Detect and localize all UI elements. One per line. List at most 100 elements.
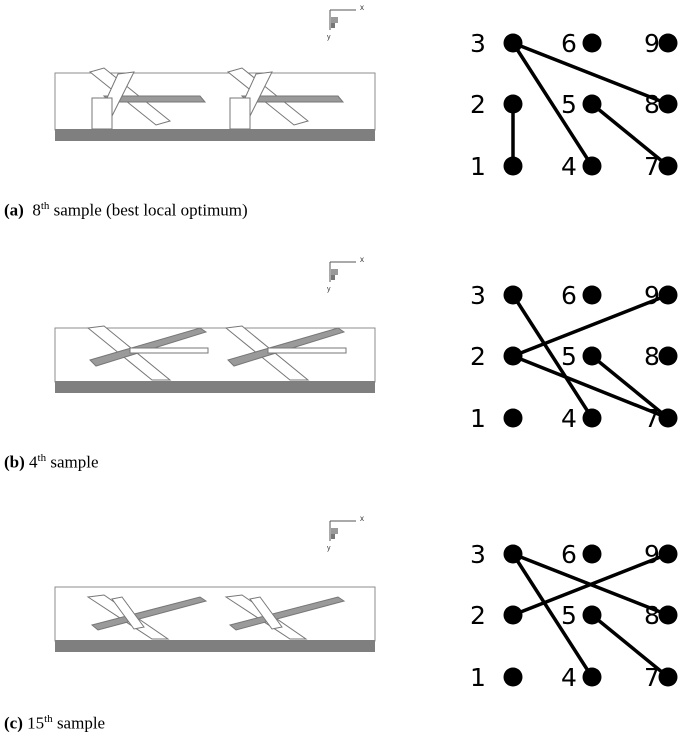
node-label-5: 5 [561,342,577,371]
pillar [91,97,113,130]
block-body [54,586,376,642]
node-7 [658,667,678,687]
node-3 [503,33,523,53]
node-label-4: 4 [561,404,577,433]
node-5 [582,94,602,114]
connection-5-7 [590,102,670,168]
node-2 [503,94,523,114]
connection-5-7 [590,613,670,679]
node-1 [503,408,523,428]
block-base [55,129,375,141]
node-label-5: 5 [561,601,577,630]
caption-a-letter: (a) [4,200,24,220]
node-7 [658,408,678,428]
channel-unit-2 [226,67,345,130]
axis-block [331,269,338,275]
connection-5-7 [590,354,670,420]
caption-b-text: sample [50,452,99,472]
short-bar [111,596,145,630]
node-4 [582,408,602,428]
connection-2-7 [511,354,670,420]
x-axis-label: x [360,3,364,12]
node-label-3: 3 [470,540,486,569]
node-label-3: 3 [470,29,486,58]
node-8 [658,346,678,366]
axis-glyph-a: xy [327,3,364,41]
node-label-8: 8 [644,90,660,119]
caption-c-text: sample [56,713,106,733]
node-6 [582,285,602,305]
cross-bar [228,596,346,631]
node-4 [582,156,602,176]
caption-b-letter: (b) [4,452,25,472]
axis-block [331,528,338,534]
pillar [229,97,251,130]
node-9 [658,285,678,305]
axis-glyph-c: xy [327,514,364,552]
connection-2-9 [511,293,670,358]
node-label-1: 1 [470,404,486,433]
channel-block-c [54,586,376,652]
caption-b-suffix: th [37,452,47,464]
connection-2-9 [511,552,670,617]
connection-3-4 [511,41,594,168]
caption-b-ordinal: 4 [29,452,38,472]
node-label-4: 4 [561,663,577,692]
node-label-4: 4 [561,152,577,181]
channel-unit-2 [224,325,347,381]
short-bar [249,596,283,630]
node-6 [582,544,602,564]
block-base [55,640,375,652]
node-label-8: 8 [644,342,660,371]
axis-glyph-b: xy [327,255,364,293]
y-axis-label: y [327,545,331,552]
connection-3-4 [511,293,594,420]
node-9 [658,544,678,564]
caption-c-suffix: th [44,713,53,725]
node-label-9: 9 [644,29,660,58]
node-label-6: 6 [561,540,577,569]
node-3 [503,544,523,564]
axis-block-small [331,23,335,28]
node-label-7: 7 [644,404,660,433]
node-label-7: 7 [644,663,660,692]
channel-unit-2 [224,594,346,640]
x-axis-label: x [360,514,364,523]
node-label-8: 8 [644,601,660,630]
block-base [55,381,375,393]
node-1 [503,667,523,687]
caption-a-suffix: th [40,200,50,212]
node-7 [658,156,678,176]
caption-a-text: sample (best local optimum) [53,200,248,220]
node-9 [658,33,678,53]
connection-3-8 [511,41,670,106]
caption-b: (b) 4th sample [4,452,99,473]
node-label-2: 2 [470,90,486,119]
channel-block-a [54,67,376,141]
channel-block-b [54,325,376,393]
node-3 [503,285,523,305]
axis-block [331,17,338,23]
cross-bar [89,327,208,367]
y-axis-label: y [327,34,331,41]
node-label-6: 6 [561,281,577,310]
caption-c: (c) 15th sample [4,713,105,734]
cross-bar [227,327,346,367]
axis-block-small [331,534,335,539]
channel-unit-1 [86,594,208,640]
node-label-7: 7 [644,152,660,181]
channel-unit-1 [88,67,207,130]
channel-unit-1 [86,325,209,381]
x-axis-label: x [360,255,364,264]
node-label-9: 9 [644,281,660,310]
node-label-2: 2 [470,601,486,630]
connection-3-4 [511,552,594,679]
node-label-1: 1 [470,152,486,181]
node-label-6: 6 [561,29,577,58]
node-label-9: 9 [644,540,660,569]
node-4 [582,667,602,687]
cross-bar [90,596,208,631]
